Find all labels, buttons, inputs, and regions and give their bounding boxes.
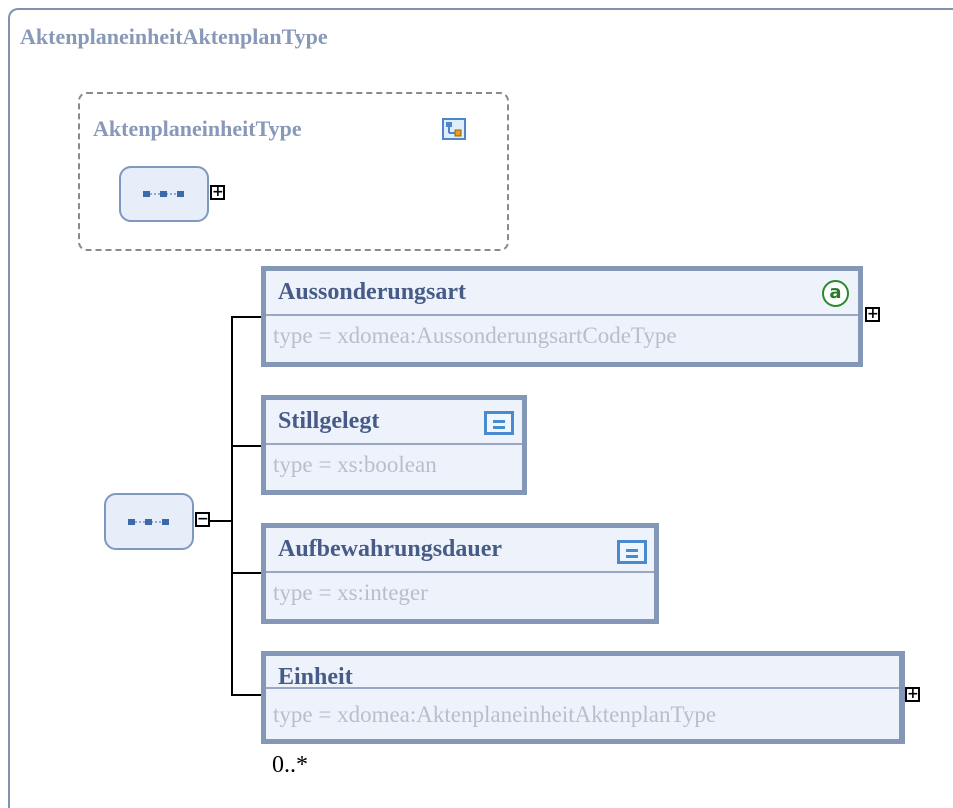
sequence-icon xyxy=(128,518,169,525)
connector-trunk xyxy=(231,316,233,696)
base-type-title: AktenplaneinheitType xyxy=(93,116,302,141)
element-type: type = xs:boolean xyxy=(273,452,437,477)
element-name: Aufbewahrungsdauer xyxy=(278,536,503,562)
connector-stub xyxy=(210,520,232,522)
sequence-collapse-toggle[interactable]: − xyxy=(195,511,210,527)
diagram-canvas xyxy=(8,8,953,808)
element-einheit[interactable]: Einheit type = xdomea:AktenplaneinheitAk… xyxy=(261,651,905,744)
attribute-icon: a xyxy=(822,280,849,307)
complex-type-title: AktenplaneinheitAktenplanType xyxy=(20,24,328,49)
element-name: Aussonderungsart xyxy=(278,279,467,305)
element-aussonderungsart[interactable]: Aussonderungsart type = xdomea:Aussonder… xyxy=(261,266,863,367)
sequence-icon xyxy=(143,191,184,197)
element-type: type = xdomea:AussonderungsartCodeType xyxy=(273,323,677,348)
element-separator xyxy=(266,443,522,445)
element-aufbewahrungsdauer[interactable]: Aufbewahrungsdauer type = xs:integer xyxy=(261,523,659,624)
element-type: type = xdomea:AktenplaneinheitAktenplanT… xyxy=(273,702,717,727)
complex-type-icon xyxy=(442,118,466,140)
simple-type-icon xyxy=(484,411,514,435)
connector-branch xyxy=(231,445,263,447)
einheit-expand-toggle[interactable]: + xyxy=(905,686,920,702)
connector-branch xyxy=(231,316,263,318)
element-separator xyxy=(266,314,858,316)
simple-type-icon xyxy=(617,540,647,564)
base-sequence-node[interactable] xyxy=(119,166,209,222)
aussonderungsart-expand-toggle[interactable]: + xyxy=(865,306,880,322)
element-type: type = xs:integer xyxy=(273,580,428,605)
base-type-box xyxy=(78,92,509,251)
base-sequence-expand-toggle[interactable]: + xyxy=(210,184,225,200)
element-separator xyxy=(266,571,654,573)
element-stillgelegt[interactable]: Stillgelegt type = xs:boolean xyxy=(261,395,527,495)
element-separator xyxy=(266,687,899,689)
sequence-node[interactable] xyxy=(104,493,194,550)
element-name: Stillgelegt xyxy=(278,408,380,434)
occurrence-label: 0..* xyxy=(272,752,308,778)
connector-branch xyxy=(231,572,263,574)
connector-branch xyxy=(231,694,263,696)
element-name: Einheit xyxy=(278,664,353,690)
